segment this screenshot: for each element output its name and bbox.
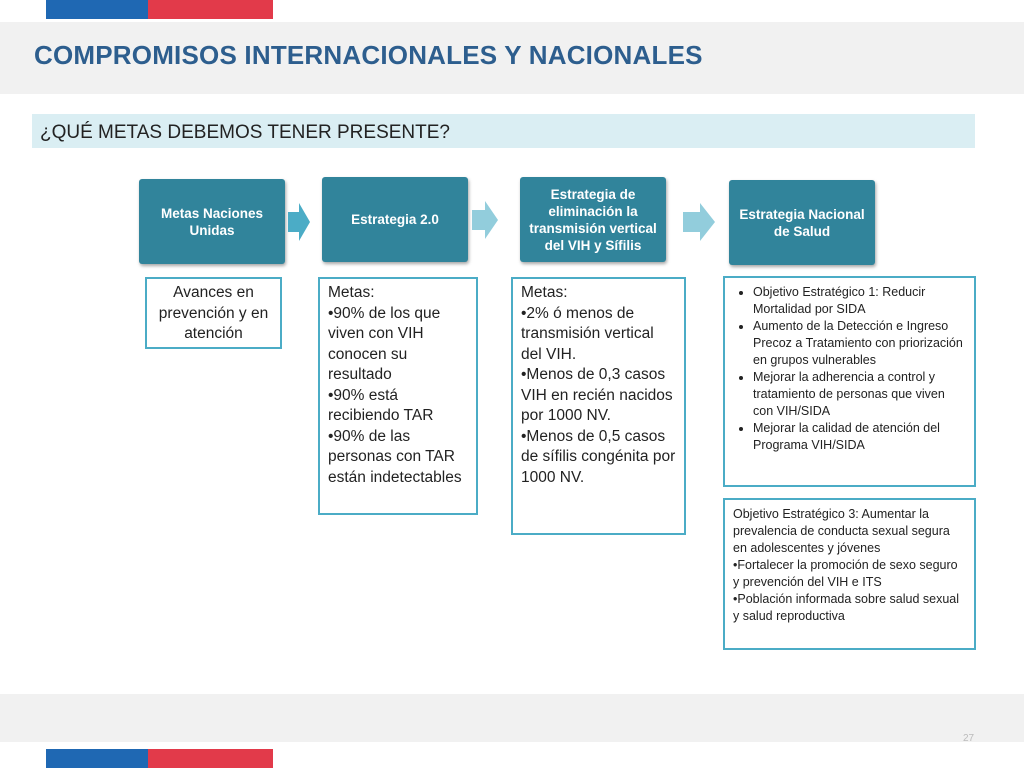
- list-item: Objetivo Estratégico 3: Aumentar la prev…: [733, 507, 950, 555]
- step-metas-naciones-unidas: Metas Naciones Unidas: [139, 179, 285, 264]
- list-item: Mejorar la adherencia a control y tratam…: [753, 369, 966, 420]
- panel-heading: Metas:: [521, 284, 568, 301]
- list-item: •Menos de 0,5 casos de sífilis congénita…: [521, 427, 676, 486]
- panel-heading: Metas:: [328, 284, 375, 301]
- flag-blue-top: [46, 0, 148, 19]
- list-item: •Fortalecer la promoción de sexo seguro …: [733, 558, 958, 589]
- flag-red-bottom: [148, 749, 273, 768]
- panel-objetivo-1: Objetivo Estratégico 1: Reducir Mortalid…: [723, 276, 976, 487]
- step-estrategia-2-0: Estrategia 2.0: [322, 177, 468, 262]
- subtitle-bar: [32, 114, 975, 148]
- panel-metas-estrategia-2-0: Metas: •90% de los que viven con VIH con…: [318, 277, 478, 515]
- list-item: •Menos de 0,3 casos VIH en recién nacido…: [521, 366, 673, 424]
- arrow-right-icon: [683, 203, 715, 241]
- section-subtitle: ¿QUÉ METAS DEBEMOS TENER PRESENTE?: [40, 122, 450, 143]
- list-item: Mejorar la calidad de atención del Progr…: [753, 420, 966, 454]
- arrow-right-icon: [472, 201, 498, 239]
- list-item: •2% ó menos de transmisión vertical del …: [521, 304, 654, 363]
- list-item: •90% de los que viven con VIH conocen su…: [328, 304, 441, 384]
- page-number: 27: [963, 733, 975, 744]
- list-item: Objetivo Estratégico 1: Reducir Mortalid…: [753, 284, 966, 318]
- panel-objetivo-3: Objetivo Estratégico 3: Aumentar la prev…: [723, 498, 976, 650]
- panel-avances-text: Avances en prevención y en atención: [158, 284, 269, 342]
- page-title: COMPROMISOS INTERNACIONALES Y NACIONALES: [34, 40, 703, 70]
- step-estrategia-nacional-salud: Estrategia Nacional de Salud: [729, 180, 875, 265]
- list-item: •90% de las personas con TAR están indet…: [328, 427, 462, 486]
- list-item: •Población informada sobre salud sexual …: [733, 592, 960, 623]
- flag-red-top: [148, 0, 273, 19]
- list-item: •90% está recibiendo TAR: [328, 386, 434, 425]
- objetivo-list: Objetivo Estratégico 1: Reducir Mortalid…: [733, 284, 966, 454]
- flag-blue-bottom: [46, 749, 148, 768]
- list-item: Aumento de la Detección e Ingreso Precoz…: [753, 318, 966, 369]
- step-estrategia-eliminacion: Estrategia de eliminación la transmisión…: [520, 177, 666, 262]
- arrow-right-icon: [288, 203, 310, 241]
- title-band: [0, 22, 1024, 94]
- panel-metas-transmision-vertical: Metas: •2% ó menos de transmisión vertic…: [511, 277, 686, 535]
- panel-avances: Avances en prevención y en atención: [145, 277, 282, 349]
- footer-band: [0, 694, 1024, 742]
